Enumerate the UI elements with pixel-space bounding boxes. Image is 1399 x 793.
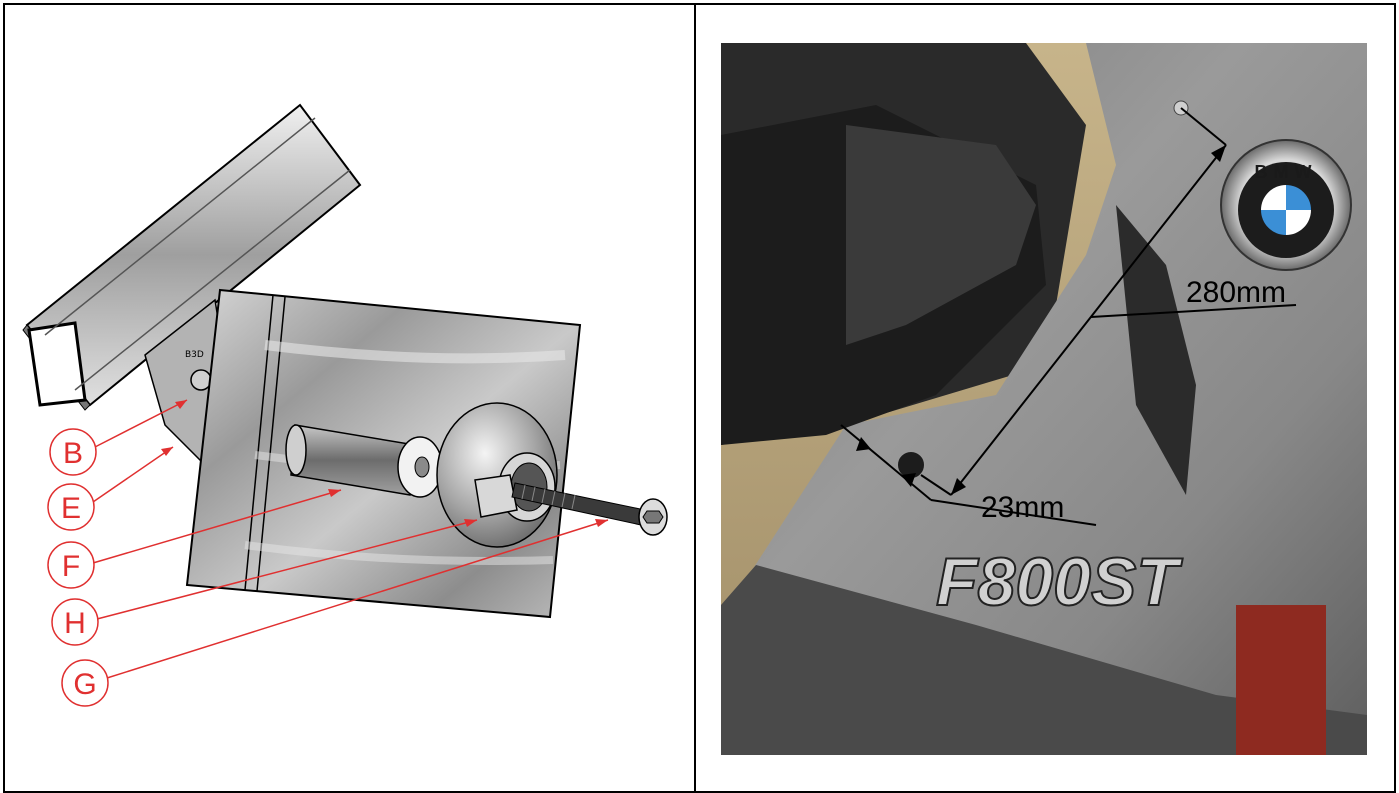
washer	[397, 436, 443, 498]
callout-h: H	[51, 519, 478, 646]
dimension-label-23: 23mm	[981, 491, 1064, 524]
photo-image: BMW F800ST	[721, 43, 1367, 755]
bolt	[511, 482, 668, 536]
dimension-23mm: 23mm	[840, 424, 1097, 526]
bmw-emblem: BMW	[1220, 139, 1352, 271]
dimension-label-280: 280mm	[1186, 276, 1286, 309]
callout-e: E	[47, 446, 174, 531]
svg-text:B3D: B3D	[185, 350, 204, 360]
callout-f: F	[47, 489, 342, 589]
callout-g: G	[61, 519, 609, 707]
fairing-photo-panel: BMW F800ST 280mm 23mm	[696, 5, 1394, 787]
callout-label-h: H	[64, 607, 86, 640]
assembly-drawing: B3D	[22, 103, 668, 707]
assembly-diagram: B3D	[5, 5, 694, 787]
callout-label-b: B	[63, 437, 83, 470]
spacer-tube	[285, 424, 416, 496]
emblem-letters: BMW	[1255, 162, 1318, 182]
callout-label-g: G	[73, 668, 96, 701]
callout-label-f: F	[62, 550, 80, 583]
fairing-photo: BMW F800ST 280mm 23mm	[721, 43, 1367, 755]
model-badge: F800ST	[936, 544, 1183, 620]
callout-b: B	[49, 399, 188, 476]
column-divider	[694, 3, 696, 793]
callout-label-e: E	[61, 492, 81, 525]
square-tube	[22, 103, 362, 411]
dimension-280mm: 280mm	[920, 107, 1297, 496]
